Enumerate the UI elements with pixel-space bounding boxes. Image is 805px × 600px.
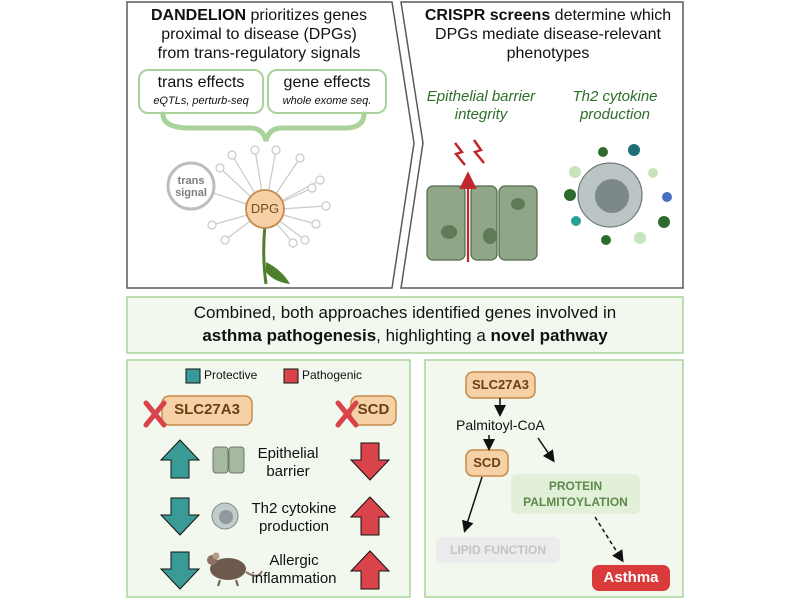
- asthma-box: [592, 565, 670, 591]
- epithelial-line2: integrity: [454, 106, 508, 123]
- dandelion-name: DANDELION: [150, 7, 247, 24]
- dandelion-leaf: [266, 262, 290, 284]
- row1-line1: Epithelial: [257, 445, 319, 462]
- legend-protective-label: Protective: [204, 368, 258, 382]
- banner-text: Combined, both approaches identified gen…: [130, 301, 680, 347]
- gene-label-scd: SCD: [357, 401, 390, 418]
- brace: [160, 111, 367, 142]
- top-left-title-rest: prioritizes genes: [246, 7, 368, 24]
- asthma-label: Asthma: [603, 569, 659, 586]
- lipid-function-box: [436, 537, 560, 563]
- palmitoyl-coa-label: Palmitoyl-CoA: [456, 417, 545, 433]
- gene-box-slc27a3: [161, 395, 253, 426]
- top-right-title-line3: phenotypes: [506, 45, 590, 62]
- top-left-title-line3: from trans-regulatory signals: [157, 45, 361, 62]
- banner-bold1: asthma pathogenesis: [202, 326, 377, 345]
- knockout-x-icon: [143, 400, 359, 428]
- crispr-screens-name: CRISPR screens: [424, 7, 551, 24]
- row-th2-cytokine: Th2 cytokine production: [239, 500, 349, 536]
- row3-line2: inflammation: [251, 570, 337, 587]
- epithelial-barrier-label: Epithelial barrier integrity: [415, 88, 547, 124]
- row-epithelial-barrier: Epithelial barrier: [245, 445, 331, 481]
- protein-line2: PALMITOYLATION: [523, 495, 628, 509]
- th2-cytokine-label: Th2 cytokine production: [555, 88, 675, 124]
- th2-line1: Th2 cytokine: [572, 88, 658, 105]
- trans-effects-box: [138, 69, 264, 114]
- top-left-title-line2: proximal to disease (DPGs): [161, 26, 357, 43]
- protein-line1: PROTEIN: [548, 479, 603, 493]
- epithelial-cells: [426, 139, 538, 262]
- banner-line1: Combined, both approaches identified gen…: [193, 303, 617, 322]
- banner-mid: , highlighting a: [376, 326, 491, 345]
- legend-pathogenic-swatch: [283, 368, 299, 384]
- pathway-label-scd: SCD: [473, 455, 501, 470]
- pathogenic-arrows: [349, 442, 391, 590]
- protein-palmitoylation-box: [511, 474, 640, 514]
- epithelial-mini-icon: [212, 446, 245, 474]
- epithelial-line1: Epithelial barrier: [426, 88, 536, 105]
- trans-signal-label: trans signal: [168, 175, 214, 199]
- th2-cell: [564, 144, 672, 245]
- gene-label-slc27a3: SLC27A3: [174, 401, 240, 418]
- dpg-circle: [245, 189, 285, 229]
- row2-line1: Th2 cytokine: [251, 500, 337, 517]
- th2-line2: production: [579, 106, 651, 123]
- legend-pathogenic-label: Pathogenic: [302, 368, 363, 382]
- row2-line2: production: [258, 518, 330, 535]
- top-right-title-rest: determine which: [550, 7, 672, 24]
- trans-signal-line1: trans: [177, 175, 205, 187]
- gene-effects-sub: whole exome seq.: [282, 95, 372, 107]
- mouse-icon: [207, 552, 263, 587]
- gene-effects-box: [267, 69, 387, 114]
- protein-palmitoylation-label: PROTEIN PALMITOYLATION: [511, 478, 640, 510]
- row-allergic-inflammation: Allergic inflammation: [244, 552, 344, 588]
- banner-frame: [126, 296, 684, 354]
- pathway-label-slc27a3: SLC27A3: [471, 377, 530, 392]
- trans-effects-sub: eQTLs, perturb-seq: [153, 95, 249, 107]
- row3-line1: Allergic: [269, 552, 319, 569]
- legend-protective-swatch: [185, 368, 201, 384]
- row1-line2: barrier: [266, 463, 310, 480]
- th2-mini-icon: [211, 502, 239, 530]
- dpg-label: DPG: [250, 201, 280, 216]
- lipid-function-label: LIPID FUNCTION: [450, 543, 546, 557]
- trans-signal-line2: signal: [175, 187, 207, 199]
- banner-bold2: novel pathway: [490, 326, 608, 345]
- top-right-title-line2: DPGs mediate disease-relevant: [435, 26, 661, 43]
- trans-effects-label: trans effects: [157, 74, 245, 91]
- top-right-title: CRISPR screens determine which DPGs medi…: [416, 6, 680, 63]
- gene-effects-label: gene effects: [283, 74, 371, 91]
- top-left-title: DANDELION prioritizes genes proximal to …: [130, 6, 388, 63]
- dandelion-stem: [262, 224, 268, 285]
- trans-signal-circle: [166, 161, 216, 211]
- protective-arrows: [159, 439, 201, 590]
